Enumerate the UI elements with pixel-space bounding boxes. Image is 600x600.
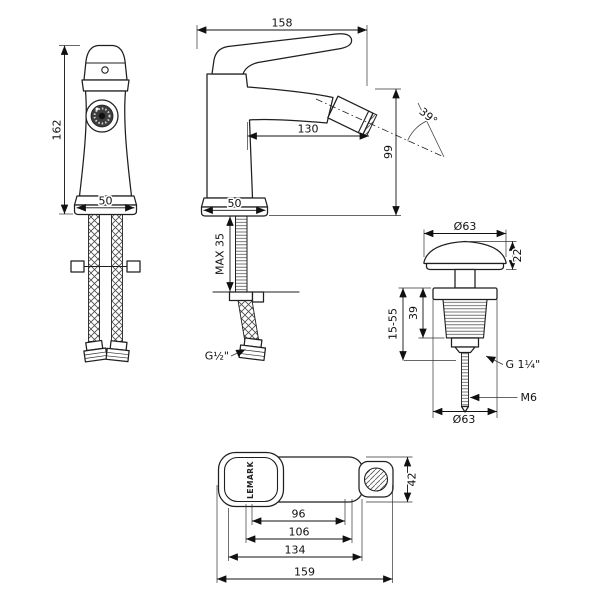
dim-159: 159 — [294, 566, 315, 579]
dim-cap-height: 22 — [511, 249, 524, 263]
front-view: 162 50 — [49, 44, 141, 363]
dim-max-deck: MAX 35 — [214, 233, 227, 275]
label-connection-thread: G 1¼" — [506, 358, 541, 371]
top-aerator — [363, 467, 389, 492]
spray-axis-centerline — [315, 98, 445, 158]
dim-total-length: 158 — [272, 17, 293, 30]
drain-threaded-body — [442, 298, 488, 339]
front-bracket-right — [126, 260, 141, 273]
dim-106: 106 — [289, 526, 310, 539]
dim-front-height: 162 — [51, 120, 64, 141]
front-hose-left — [88, 214, 100, 342]
drain-cap — [423, 240, 507, 265]
front-handle-button — [101, 66, 109, 74]
side-shank — [235, 215, 248, 293]
front-hose-right — [111, 214, 123, 342]
front-fitting-left — [83, 339, 108, 363]
dim-flange-diameter: Ø63 — [453, 413, 476, 426]
drain-nut — [450, 337, 480, 348]
dim-cap-diameter: Ø63 — [454, 220, 477, 233]
drain-flange — [432, 287, 498, 301]
side-mounting-nut — [228, 291, 254, 302]
front-bracket-left — [70, 260, 85, 273]
side-view: 158 39° 130 99 50 — [196, 15, 445, 364]
front-fitting-right — [105, 340, 130, 363]
drain-screw — [461, 352, 469, 407]
drain-stem — [454, 268, 476, 289]
side-lever — [211, 33, 353, 75]
dim-body-height: 39 — [407, 306, 420, 320]
dim-side-base-width: 50 — [228, 197, 242, 210]
dim-spout-reach: 130 — [298, 123, 319, 136]
brand-logo: LEMARK — [246, 460, 255, 498]
dim-adjustment-range: 15-55 — [387, 308, 400, 340]
side-hose-fitting — [238, 337, 267, 362]
dim-96: 96 — [292, 508, 306, 521]
front-sprayer — [85, 99, 119, 133]
label-screw-thread: M6 — [521, 391, 538, 404]
dim-front-base-width: 50 — [99, 195, 113, 208]
label-inlet-thread: G½" — [205, 350, 229, 363]
side-hose — [237, 300, 260, 340]
dim-body-depth: 42 — [406, 473, 419, 487]
side-body — [206, 73, 334, 199]
side-aerator — [327, 95, 378, 138]
dim-spout-height: 99 — [382, 145, 395, 159]
dim-spray-angle: 39° — [417, 105, 440, 127]
side-mounting-clamp — [251, 291, 265, 303]
top-view: LEMARK 42 96 106 134 159 — [216, 451, 420, 583]
dim-134: 134 — [285, 544, 306, 557]
drain-valve-view: Ø63 22 39 15-55 G 1¼" M6 — [385, 219, 542, 428]
top-handle — [217, 451, 285, 508]
